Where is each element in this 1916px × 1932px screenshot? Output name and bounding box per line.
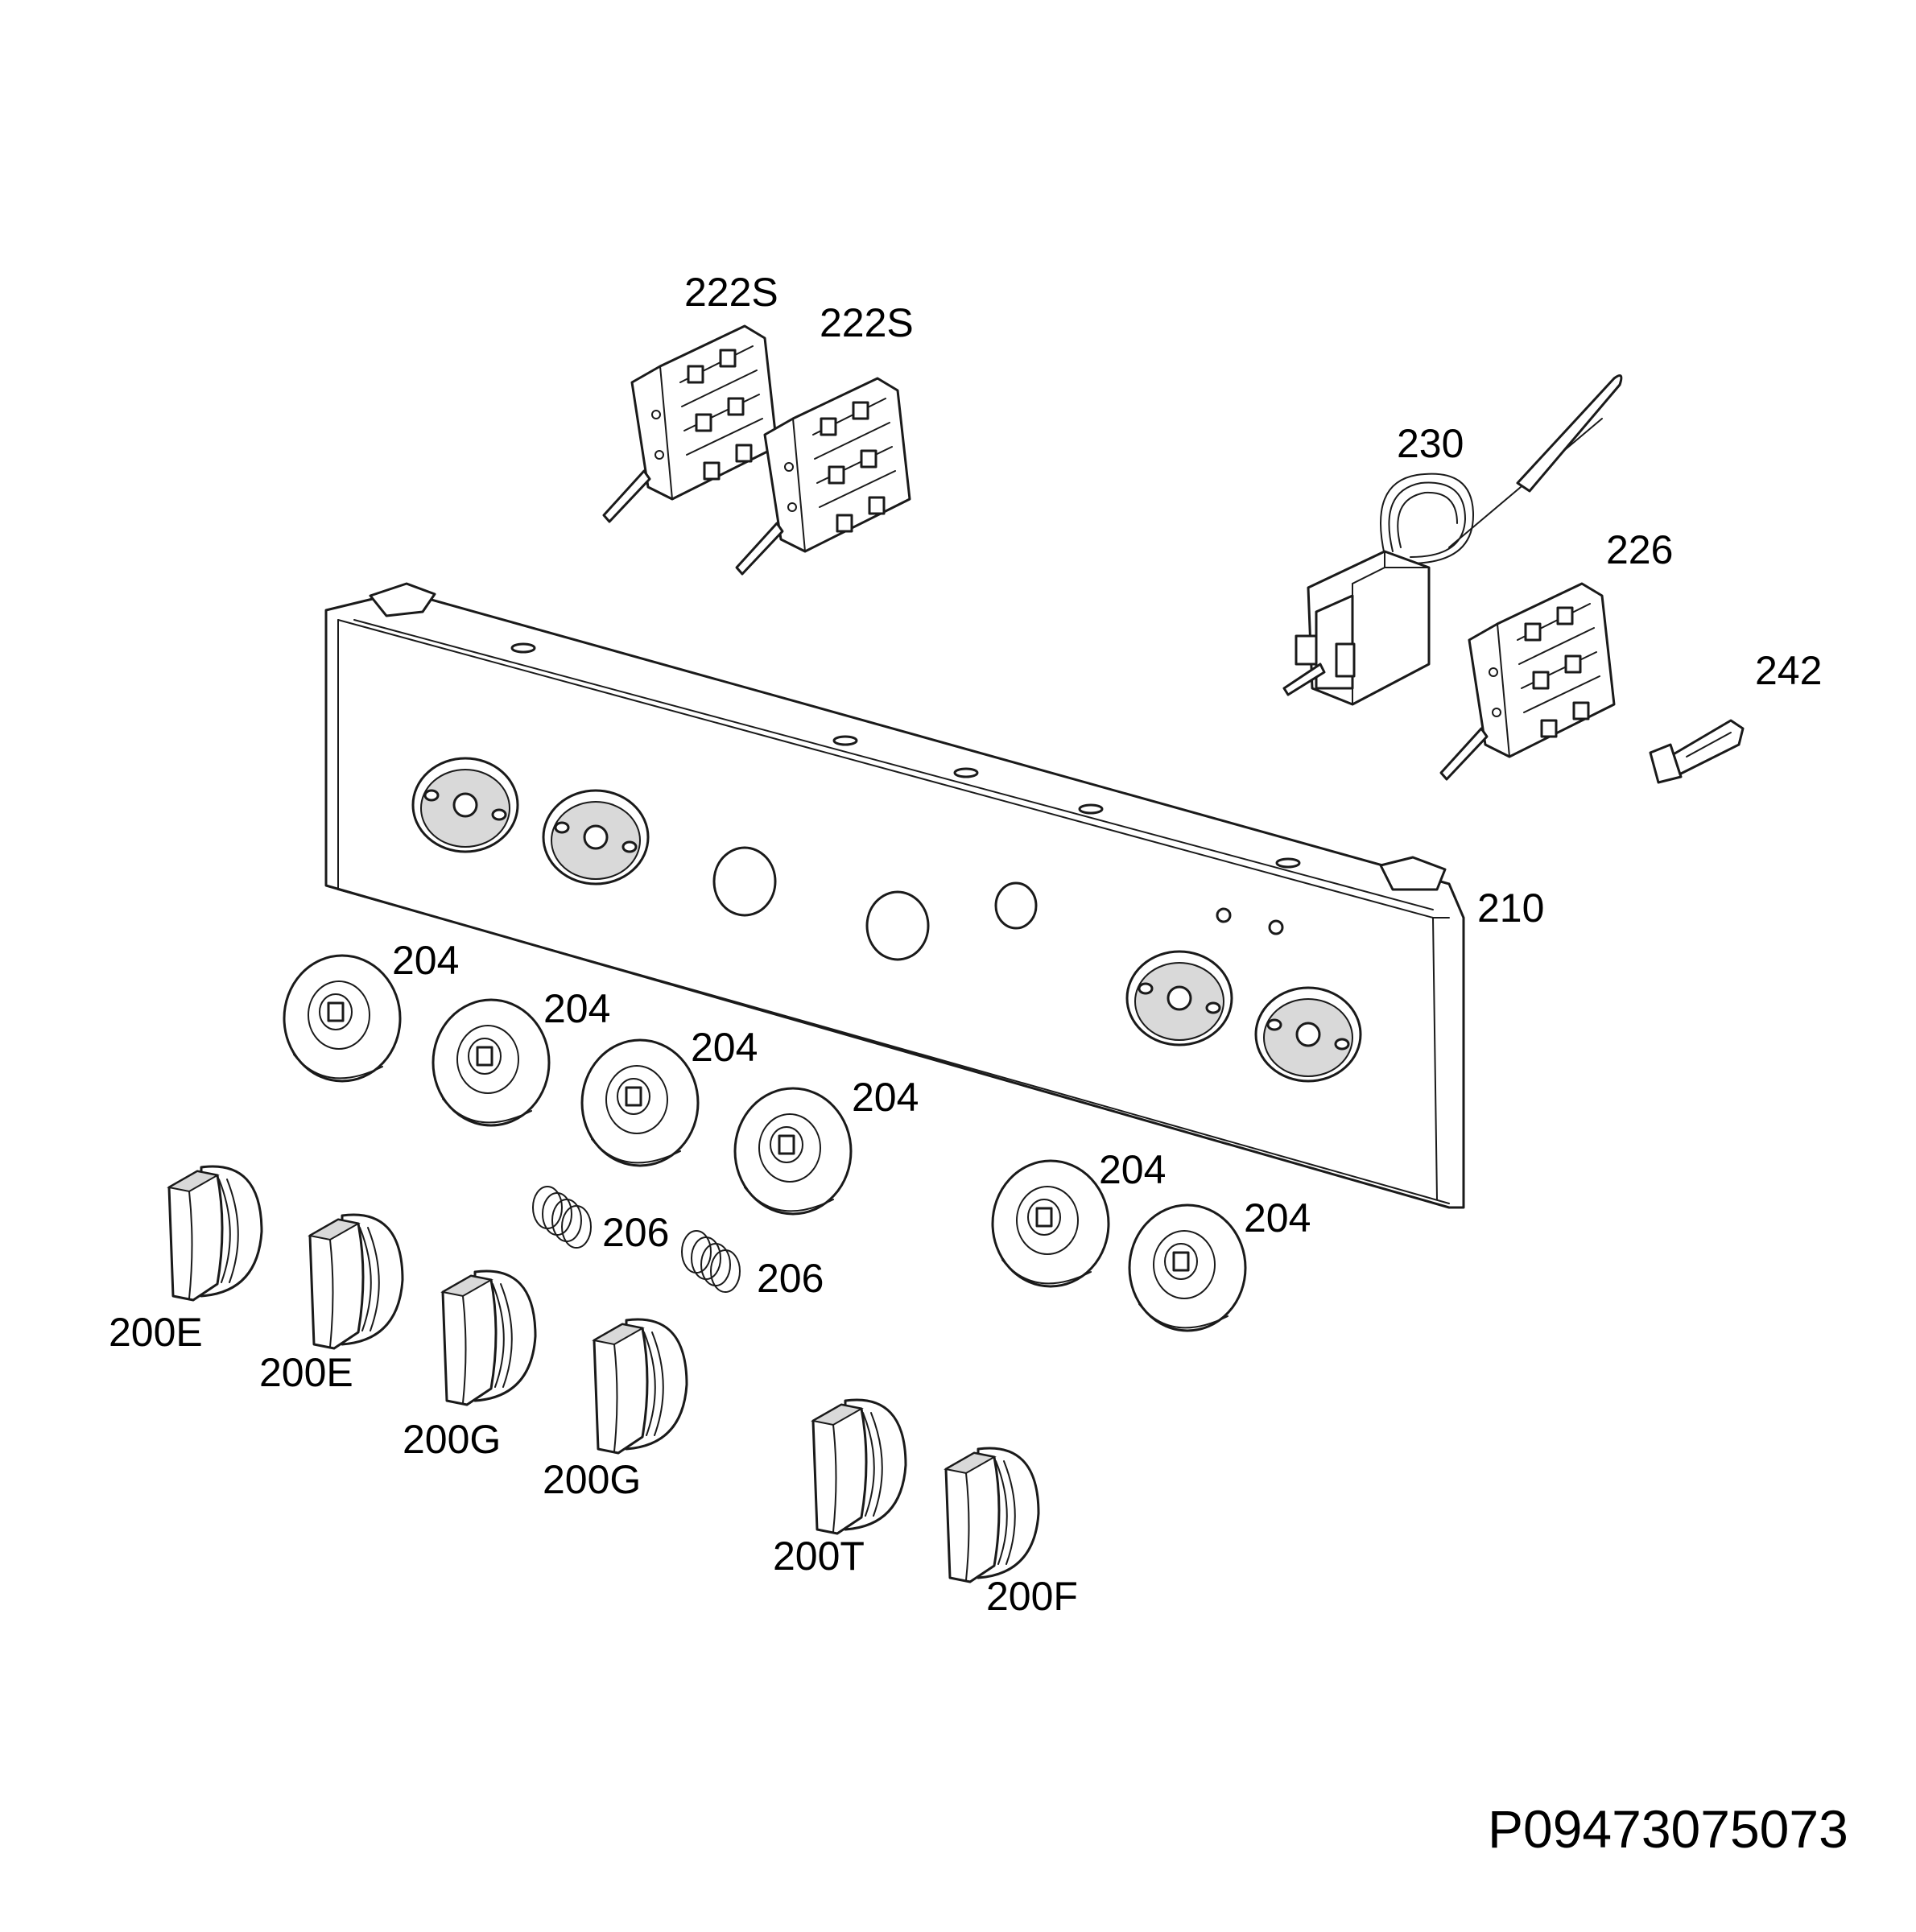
part-206-spring-2 — [681, 1230, 741, 1293]
label-206-1: 206 — [602, 1210, 669, 1255]
part-222s-switch-1 — [602, 324, 778, 523]
label-200g-2: 200G — [543, 1457, 641, 1502]
part-200e-knob-2 — [308, 1213, 404, 1350]
part-200t-knob — [811, 1398, 907, 1535]
part-204-bezel-ring-3 — [580, 1038, 700, 1167]
label-204-5: 204 — [1099, 1147, 1166, 1192]
label-204-4: 204 — [852, 1075, 919, 1120]
label-230: 230 — [1397, 421, 1464, 466]
part-200g-knob-1 — [441, 1269, 537, 1406]
label-222s-2: 222S — [820, 300, 914, 345]
part-230-thermostat — [1282, 374, 1623, 706]
part-204-bezel-ring-1 — [283, 954, 402, 1083]
part-200g-knob-2 — [593, 1318, 688, 1455]
label-204-1: 204 — [392, 938, 459, 983]
part-204-bezel-ring-6 — [1128, 1203, 1247, 1332]
label-200f: 200F — [986, 1574, 1078, 1619]
label-200e-2: 200E — [259, 1350, 353, 1395]
part-206-spring-1 — [532, 1186, 592, 1249]
label-242: 242 — [1755, 648, 1822, 693]
part-204-bezel-ring-5 — [991, 1159, 1110, 1288]
label-200g-1: 200G — [403, 1417, 501, 1462]
label-206-2: 206 — [757, 1256, 824, 1301]
label-204-6: 204 — [1244, 1195, 1311, 1241]
part-210-control-panel — [324, 582, 1465, 1209]
label-204-3: 204 — [691, 1025, 758, 1070]
label-226: 226 — [1606, 527, 1673, 572]
label-200t: 200T — [773, 1534, 865, 1579]
part-226-switch — [1439, 582, 1616, 781]
part-204-bezel-ring-4 — [733, 1087, 853, 1216]
label-210: 210 — [1477, 886, 1544, 931]
part-200f-knob — [944, 1447, 1040, 1583]
label-204-2: 204 — [543, 986, 610, 1031]
label-222s-1: 222S — [684, 270, 778, 315]
part-200e-knob-1 — [167, 1165, 263, 1302]
drawing-id: P09473075073 — [1488, 1799, 1848, 1859]
label-200e-1: 200E — [109, 1310, 203, 1355]
part-242-lamp — [1649, 719, 1745, 784]
part-204-bezel-ring-2 — [432, 998, 551, 1127]
